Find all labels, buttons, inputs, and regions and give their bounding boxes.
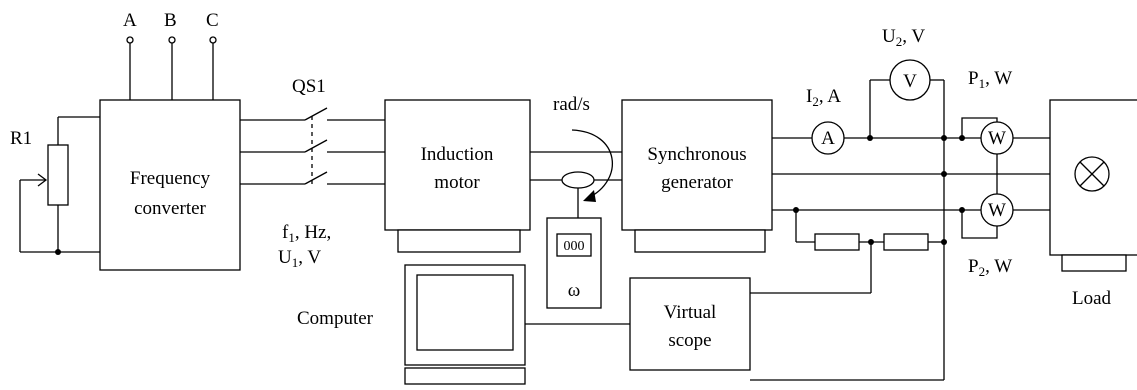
load-label: Load xyxy=(1072,288,1112,309)
speed-unit-label: rad/s xyxy=(553,94,590,115)
frequency-converter-block xyxy=(99,99,241,271)
ammeter-label: I2, A xyxy=(806,86,841,109)
wattmeter-1-symbol: W xyxy=(988,128,1006,149)
virtual-scope-block xyxy=(629,277,751,371)
generator-output-wiring xyxy=(750,79,1050,381)
resistor-r1: R1 xyxy=(10,116,100,255)
divider-resistor-1 xyxy=(814,233,860,251)
wattmeter-1-label: P1, W xyxy=(968,68,1012,91)
load-base xyxy=(1061,254,1127,272)
switch-qs1: QS1 xyxy=(240,76,385,185)
converter-param-u: U1, V xyxy=(278,247,321,270)
converter-label-line1: Frequency xyxy=(130,168,211,189)
ammeter-symbol: A xyxy=(821,128,835,149)
tachometer-display-value: 000 xyxy=(564,239,585,254)
tachometer-symbol: ω xyxy=(568,280,581,301)
scope-label-line2: scope xyxy=(668,330,711,351)
tachometer-display xyxy=(556,233,592,257)
voltmeter-label: U2, V xyxy=(882,26,925,49)
terminal-c xyxy=(209,36,217,44)
computer-icon xyxy=(404,264,526,385)
tachometer-block xyxy=(546,217,602,309)
converter-param-f: f1, Hz, xyxy=(282,222,331,245)
resistor-label: R1 xyxy=(10,128,32,149)
wattmeter-2-symbol: W xyxy=(988,200,1006,221)
generator-label-line2: generator xyxy=(661,172,733,193)
motor-label-line1: Induction xyxy=(421,144,494,165)
converter-label-line2: converter xyxy=(134,198,206,219)
wattmeter-2 xyxy=(980,193,1014,227)
ammeter xyxy=(811,121,845,155)
generator-label-line1: Synchronous xyxy=(647,144,746,165)
phase-terminals: A B C xyxy=(123,10,219,100)
generator-base xyxy=(634,229,766,253)
voltmeter xyxy=(889,59,931,101)
synchronous-generator-block xyxy=(621,99,773,231)
phase-c-label: C xyxy=(206,10,219,31)
voltmeter-symbol: V xyxy=(903,71,917,92)
computer-label: Computer xyxy=(297,308,374,329)
phase-b-label: B xyxy=(164,10,177,31)
lamp-icon xyxy=(1074,156,1110,192)
switch-label: QS1 xyxy=(292,76,326,97)
wattmeter-1 xyxy=(980,121,1014,155)
phase-a-label: A xyxy=(123,10,137,31)
divider-resistor-2 xyxy=(883,233,929,251)
shaft-and-speed-sensor: rad/s xyxy=(530,94,622,218)
wattmeter-2-label: P2, W xyxy=(968,256,1012,279)
load-block xyxy=(1049,99,1137,256)
induction-motor-block xyxy=(384,99,531,231)
motor-base xyxy=(397,229,521,253)
terminal-b xyxy=(168,36,176,44)
terminal-a xyxy=(126,36,134,44)
motor-label-line2: motor xyxy=(434,172,480,193)
scope-label-line1: Virtual xyxy=(664,302,717,323)
